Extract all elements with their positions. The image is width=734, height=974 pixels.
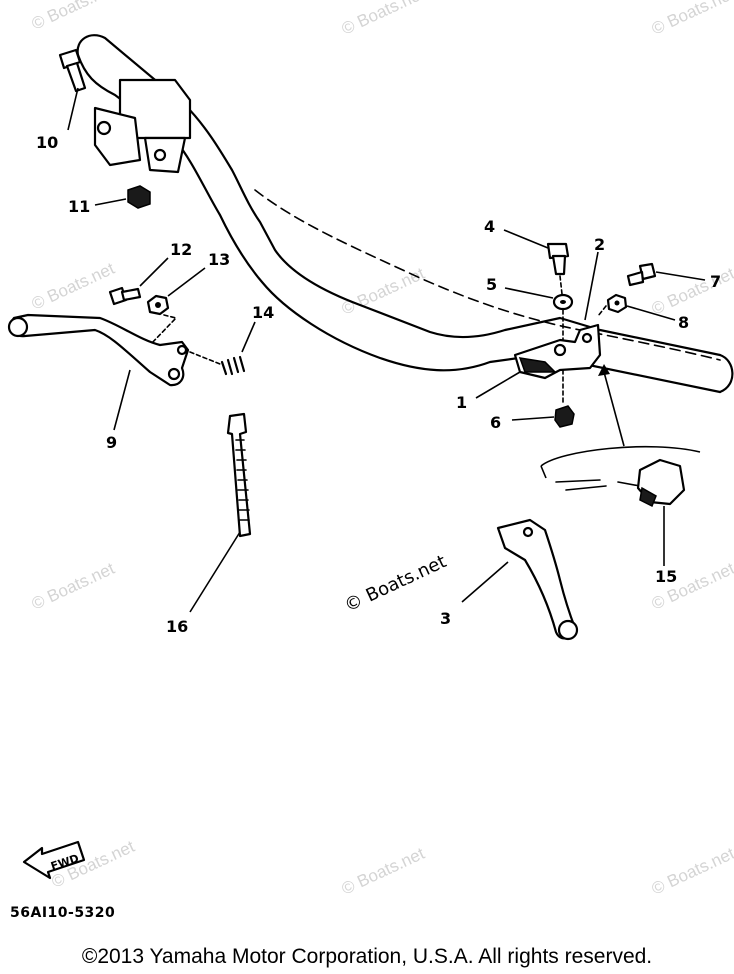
- part-5-washer: 5: [486, 275, 574, 406]
- callout-15: 15: [655, 567, 677, 586]
- part-15-switch: 15: [555, 458, 686, 586]
- callout-7: 7: [710, 272, 721, 291]
- callout-11: 11: [68, 197, 90, 216]
- part-2-leader: 2: [584, 235, 605, 321]
- part-1-lever-holder: 1: [456, 323, 602, 412]
- callout-10: 10: [36, 133, 58, 152]
- callout-13: 13: [208, 250, 230, 269]
- callout-9: 9: [106, 433, 117, 452]
- master-cylinder: [93, 78, 192, 174]
- watermark: © Boats.net: [649, 844, 734, 899]
- watermark: © Boats.net: [29, 0, 118, 34]
- callout-12: 12: [170, 240, 192, 259]
- part-3-lever: 3: [440, 518, 579, 641]
- watermark: © Boats.net: [29, 259, 118, 314]
- part-8-nut: 8: [597, 293, 689, 332]
- part-12-bolt: 12: [108, 240, 192, 306]
- callout-14: 14: [252, 303, 274, 322]
- callout-6: 6: [490, 413, 501, 432]
- callout-8: 8: [678, 313, 689, 332]
- part-9-lever: 9: [7, 313, 190, 452]
- watermark: © Boats.net: [339, 844, 428, 899]
- part-14-spring: 14: [189, 303, 274, 376]
- watermark: © Boats.net: [339, 264, 428, 319]
- part-6-nut: 6: [490, 405, 575, 432]
- copyright-notice: ©2013 Yamaha Motor Corporation, U.S.A. A…: [81, 945, 653, 968]
- part-16-cable-tie: 16: [166, 412, 252, 636]
- diagram-code: 56AI10-5320: [10, 905, 116, 921]
- part-7-screw: 7: [626, 262, 721, 291]
- callout-1: 1: [456, 393, 467, 412]
- callout-16: 16: [166, 617, 188, 636]
- part-10-bolt: 10: [36, 48, 87, 152]
- callout-3: 3: [440, 609, 451, 628]
- watermark: © Boats.net: [649, 0, 734, 39]
- callout-2: 2: [594, 235, 605, 254]
- watermark: © Boats.net: [649, 264, 734, 319]
- diagram-watermark: © Boats.net: [341, 551, 449, 616]
- callout-4: 4: [484, 217, 495, 236]
- watermark: © Boats.net: [29, 559, 118, 614]
- part-4-pivot-bolt: 4: [484, 217, 570, 276]
- switch-bracket: [540, 364, 701, 479]
- watermark: © Boats.net: [339, 0, 428, 39]
- part-11-nut: 11: [68, 185, 151, 216]
- callout-5: 5: [486, 275, 497, 294]
